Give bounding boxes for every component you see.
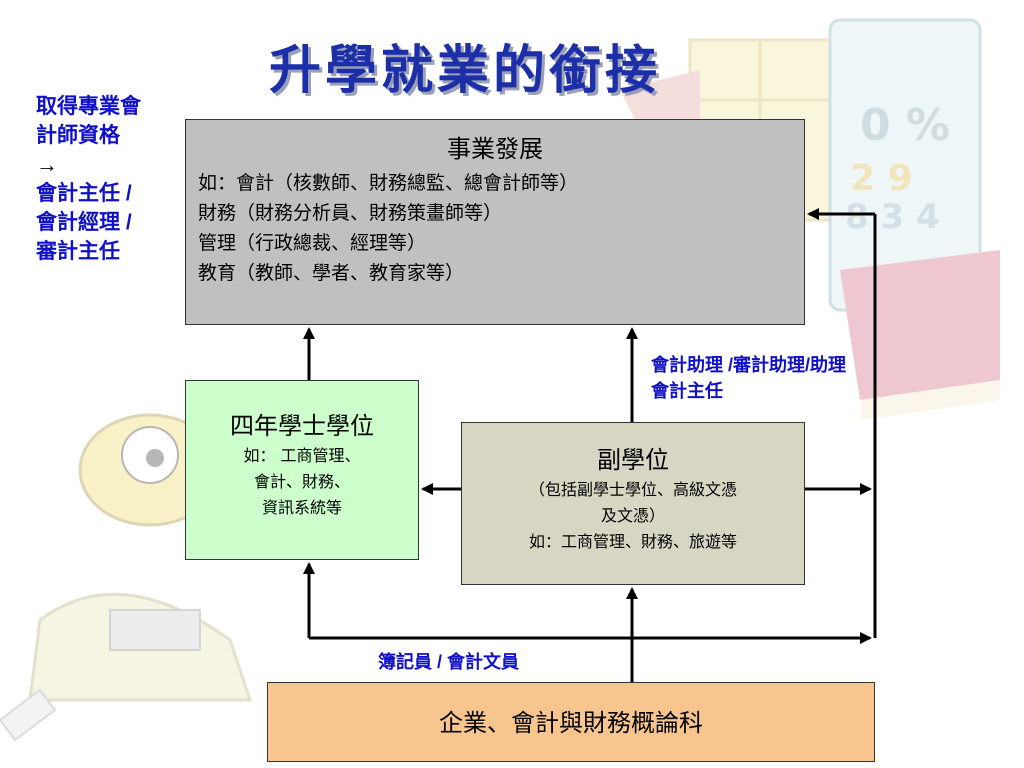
svg-text:2 9: 2 9 (850, 158, 913, 199)
svg-text:8 3 4: 8 3 4 (845, 197, 940, 237)
sub-degree-box: 副學位 （包括副學士學位、高級文憑 及文憑） 如：工商管理、財務、旅遊等 (461, 422, 805, 585)
career-line-management: 管理（行政總裁、經理等） (198, 232, 427, 254)
subject-box: 企業、會計與財務概論科 (267, 682, 875, 762)
associate-heading: 副學位 (597, 446, 669, 474)
career-development-box: 事業發展 如：會計（核數師、財務總監、總會計師等） 財務（財務分析員、財務策畫師… (185, 119, 805, 325)
career-line-finance: 財務（財務分析員、財務策畫師等） (198, 202, 503, 224)
associate-line: （包括副學士學位、高級文憑 (528, 480, 737, 499)
side-note-qualification: 取得專業會計師資格 (36, 95, 141, 147)
side-note: 取得專業會計師資格 → 會計主任 / 會計經理 / 審計主任 (36, 92, 148, 266)
page-title: 升學就業的銜接 (268, 41, 661, 101)
career-heading: 事業發展 (447, 135, 543, 163)
bachelor-degree-box: 四年學士學位 如： 工商管理、 會計、財務、 資訊系統等 (185, 380, 419, 560)
side-note-arrow-icon: → (36, 152, 58, 177)
career-line-accounting: 如：會計（核數師、財務總監、總會計師等） (198, 172, 579, 194)
associate-line: 及文憑） (600, 506, 665, 525)
svg-text:0 %: 0 % (860, 100, 950, 151)
bachelor-line: 資訊系統等 (261, 498, 342, 517)
associate-line: 如：工商管理、財務、旅遊等 (528, 532, 737, 551)
bachelor-heading: 四年學士學位 (230, 412, 374, 440)
assistant-positions-label: 會計助理 /審計助理/助理會計主任 (651, 355, 847, 401)
bachelor-line: 會計、財務、 (253, 472, 350, 491)
side-note-positions: 會計主任 / 會計經理 / 審計主任 (36, 182, 132, 263)
clerk-positions-label: 簿記員 / 會計文員 (378, 652, 520, 672)
bachelor-line: 如： 工商管理、 (243, 446, 361, 465)
career-line-education: 教育（教師、學者、教育家等） (198, 262, 465, 284)
